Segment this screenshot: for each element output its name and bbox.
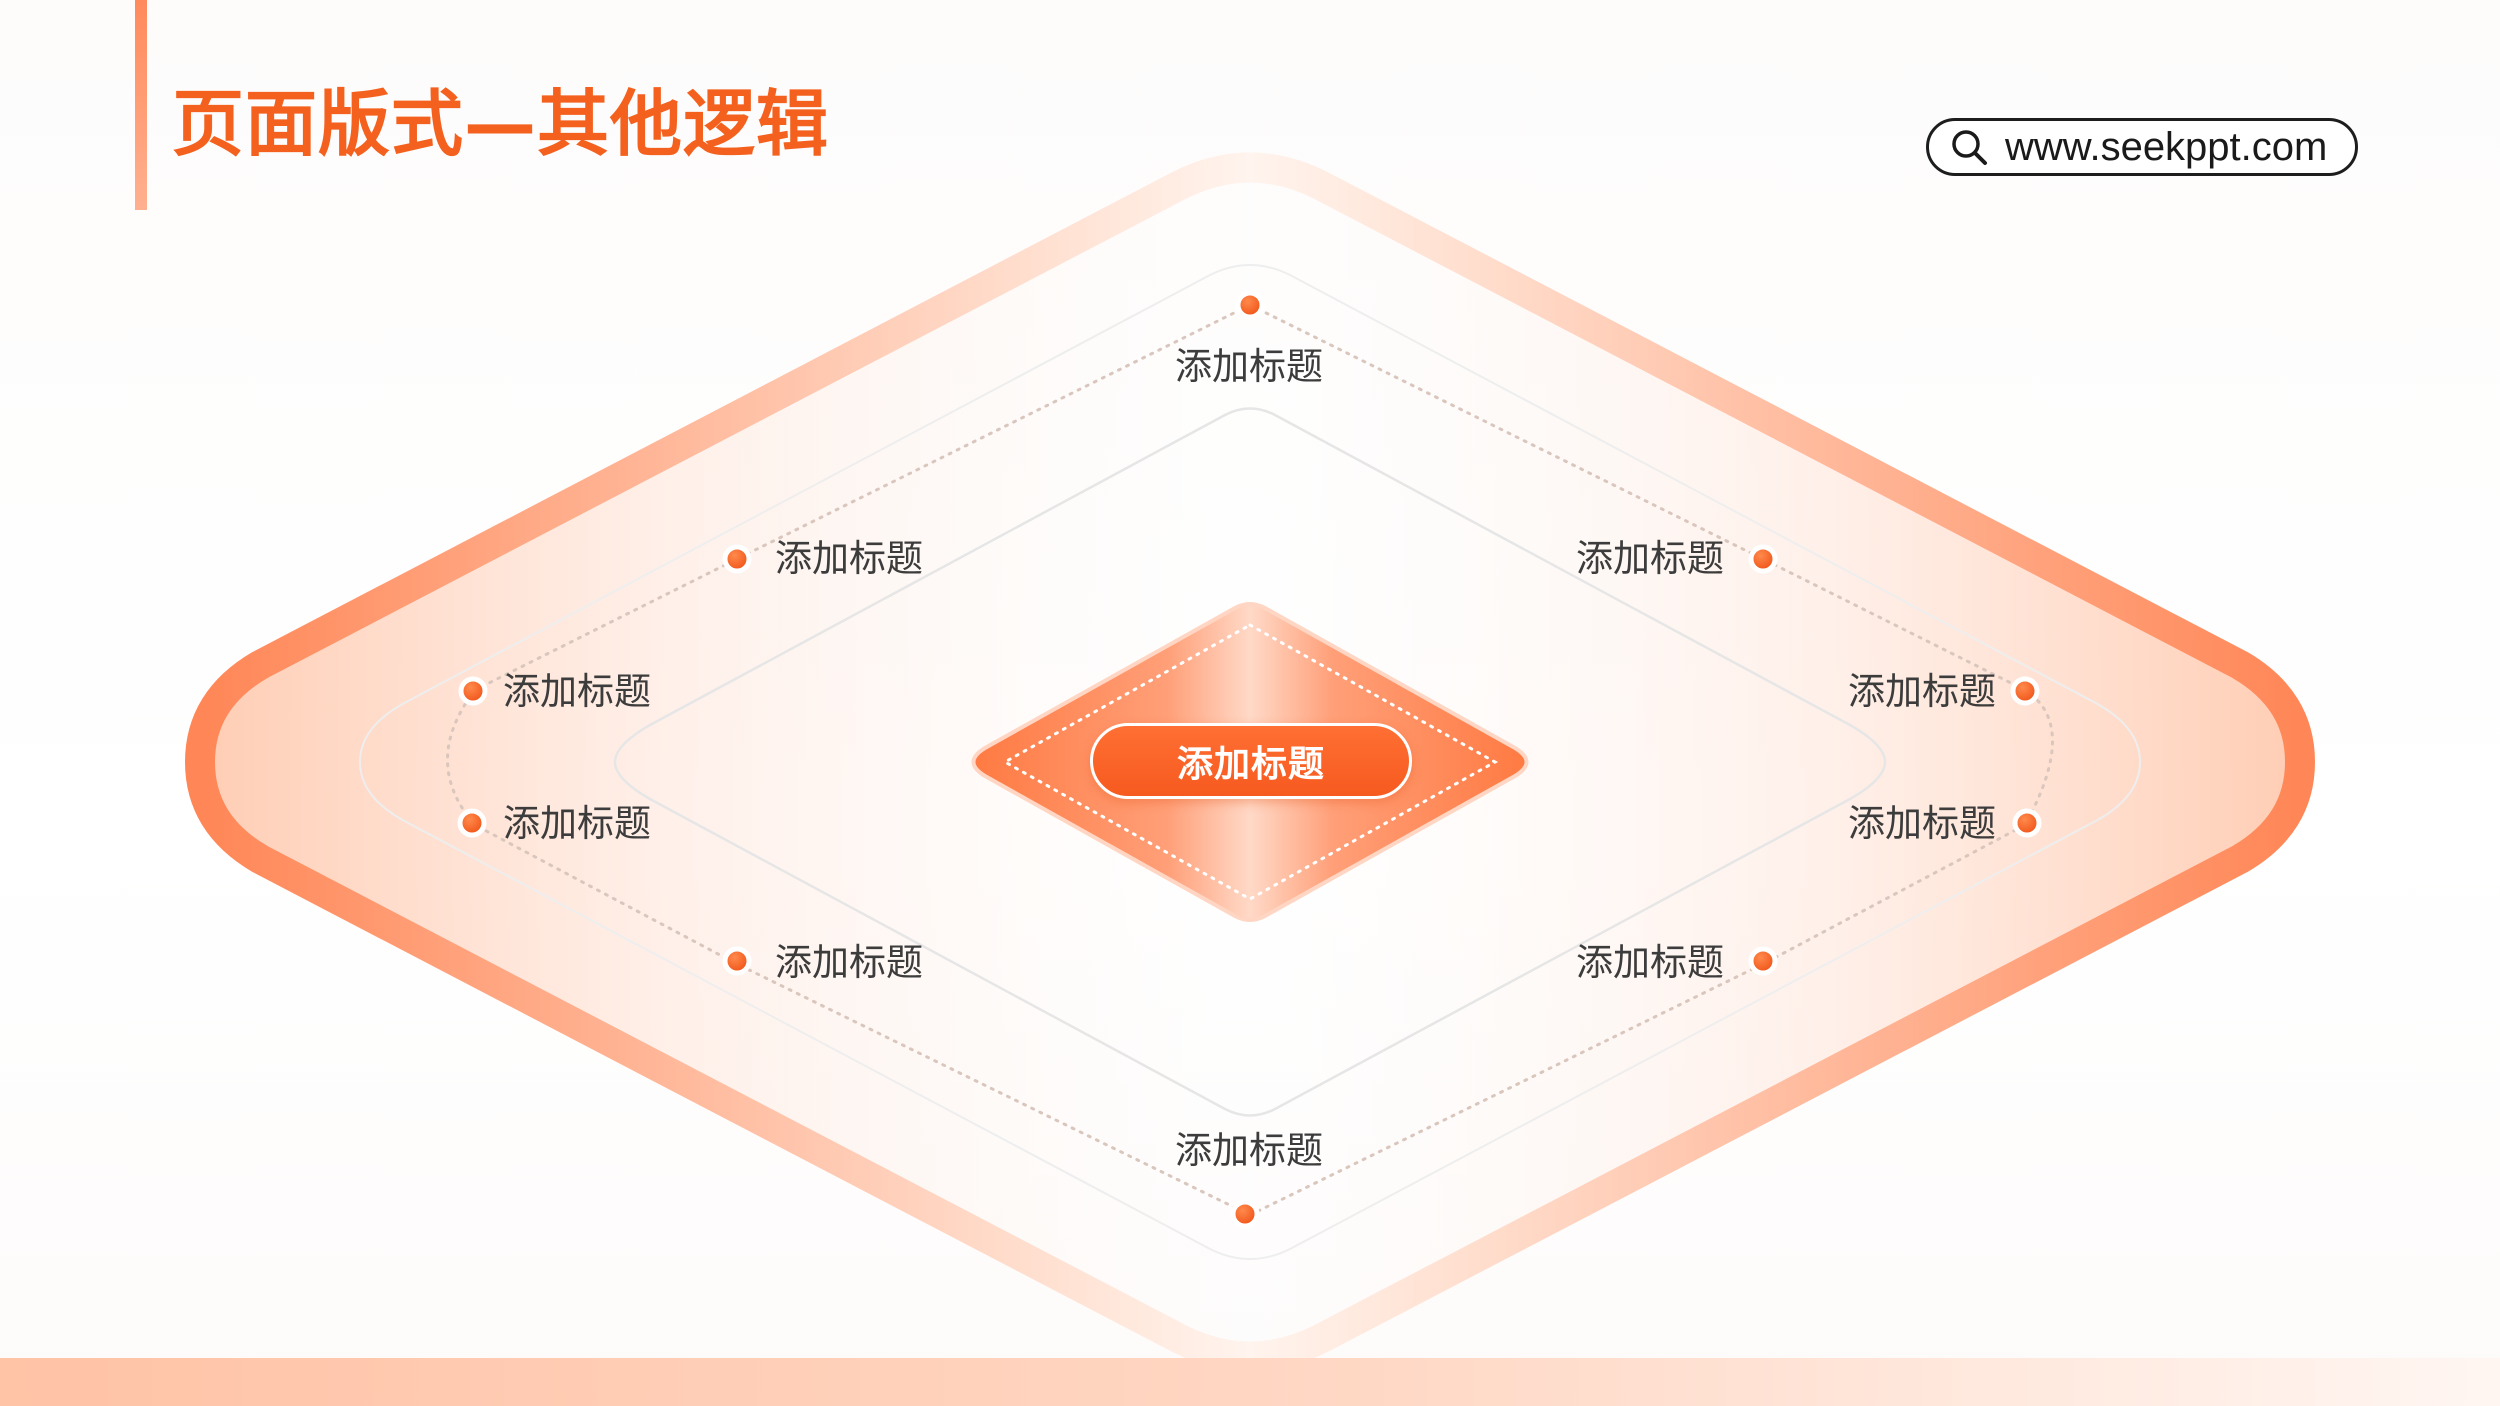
node-label-bottom[interactable]: 添加标题: [1175, 1129, 1323, 1172]
node-dot-lower-left: [722, 946, 752, 976]
node-dot-lower-right: [1748, 946, 1778, 976]
inner-diamond-outline: [613, 407, 1887, 1117]
node-dot-left-upper: [458, 676, 488, 706]
node-label-lower-right[interactable]: 添加标题: [1576, 941, 1724, 984]
node-label-top[interactable]: 添加标题: [1175, 345, 1323, 388]
node-label-upper-left[interactable]: 添加标题: [775, 537, 923, 580]
node-label-upper-right[interactable]: 添加标题: [1576, 537, 1724, 580]
node-label-lower-left[interactable]: 添加标题: [775, 941, 923, 984]
node-label-right-lower[interactable]: 添加标题: [1848, 802, 1996, 845]
page-title: 页面版式—其他逻辑: [172, 82, 830, 166]
website-url: www.seekppt.com: [2005, 124, 2328, 169]
node-label-left-lower[interactable]: 添加标题: [503, 802, 651, 845]
node-label-left-upper[interactable]: 添加标题: [503, 670, 651, 713]
middle-diamond-outline: [358, 264, 2142, 1260]
node-dot-upper-right: [1748, 544, 1778, 574]
website-search-pill[interactable]: www.seekppt.com: [1926, 118, 2358, 176]
title-accent-bar: [135, 0, 147, 210]
node-dot-left-lower: [457, 808, 487, 838]
node-dot-top: [1235, 290, 1265, 320]
node-dot-right-upper: [2010, 676, 2040, 706]
center-diamond-dotted: [1001, 623, 1499, 901]
node-dot-right-lower: [2012, 808, 2042, 838]
node-label-right-upper[interactable]: 添加标题: [1848, 670, 1996, 713]
node-dots: [457, 290, 2042, 1229]
bottom-gradient-band: [0, 1358, 2500, 1406]
node-dot-bottom: [1230, 1199, 1260, 1229]
node-dot-upper-left: [722, 544, 752, 574]
center-title-pill[interactable]: 添加标题: [1090, 723, 1412, 799]
search-icon: [1947, 125, 1991, 169]
